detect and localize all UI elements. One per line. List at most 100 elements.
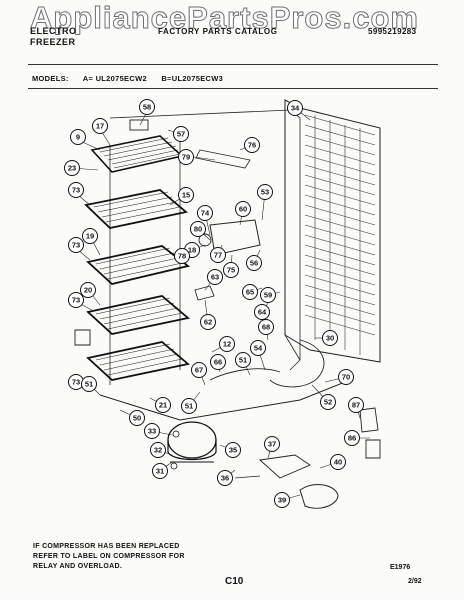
callout-number: 65 [246,288,254,297]
callout-number: 66 [214,358,222,367]
callout-number: 60 [239,205,247,214]
condenser-coil [304,114,376,355]
callout-51: 51 [235,352,251,368]
callout-number: 75 [227,266,235,275]
callout-circle [178,149,194,165]
callout-circle [68,292,84,308]
callout-number: 73 [72,186,80,195]
model-a: A= UL2075ECW2 [82,74,147,83]
callout-circle [200,314,216,330]
callout-53: 53 [257,184,273,200]
bracket-62 [194,285,215,301]
callout-number: 73 [72,378,80,387]
callout-circle [219,336,235,352]
shelf-5 [86,341,190,381]
callout-circle [68,237,84,253]
callout-circle [64,160,80,176]
callout-number: 86 [348,434,356,443]
callout-67: 67 [191,362,207,378]
callout-58: 58 [139,99,155,115]
callout-number: 53 [261,188,269,197]
callout-circle [207,269,223,285]
callout-circle [223,262,239,278]
callout-number: 76 [248,141,256,150]
callout-circle [82,228,98,244]
callout-circle [174,248,190,264]
note-line: REFER TO LABEL ON COMPRESSOR FOR [33,553,185,560]
callout-number: 34 [291,104,300,113]
callout-circle [181,398,197,414]
callout-circle [287,100,303,116]
callout-number: 70 [342,373,350,382]
callout-73: 73 [68,237,84,253]
callout-number: 64 [258,308,267,317]
drain-parts [234,454,339,509]
callout-circle [242,284,258,300]
callout-17: 17 [92,118,108,134]
models-line: MODELS: A= UL2075ECW2 B=UL2075ECW3 [32,74,235,83]
catalog-date: 2/92 [408,578,422,585]
callout-circle [210,354,226,370]
callout-73: 73 [68,292,84,308]
header-brand: ELECTRO FREEZER [30,26,77,48]
callout-34: 34 [287,100,303,116]
callout-19: 19 [82,228,98,244]
catalog-title: FACTORY PARTS CATALOG [158,27,278,36]
callout-circle [70,129,86,145]
callout-51: 51 [181,398,197,414]
drawing-code: E1976 [390,564,411,571]
callout-number: 73 [72,296,80,305]
callout-circle [68,182,84,198]
callout-12: 12 [219,336,235,352]
callout-number: 39 [278,496,286,505]
air-grille [195,149,251,169]
top-rule [28,64,438,65]
callout-circle [244,137,260,153]
callout-68: 68 [258,319,274,335]
callout-number: 57 [177,130,185,139]
part-86 [365,439,381,459]
callout-number: 32 [154,446,162,455]
callout-circle [155,397,171,413]
callout-circle [178,187,194,203]
callout-number: 63 [211,273,219,282]
callout-circle [139,99,155,115]
filter-87 [359,407,379,433]
callout-circle [81,376,97,392]
callout-circle [250,340,266,356]
callout-number: 50 [133,414,141,423]
shelf-3 [86,245,191,285]
callout-number: 20 [84,286,92,295]
callout-number: 12 [223,340,231,349]
callout-number: 78 [178,252,186,261]
callout-number: 52 [324,398,332,407]
callout-number: 30 [326,334,334,343]
callout-79: 79 [178,149,194,165]
callout-circle [246,255,262,271]
callout-86: 86 [344,430,360,446]
callout-number: 59 [264,291,272,300]
callout-52: 52 [320,394,336,410]
callout-31: 31 [152,463,168,479]
callout-number: 87 [352,401,360,410]
callout-63: 63 [207,269,223,285]
shelf-4 [86,295,190,335]
callout-20: 20 [80,282,96,298]
callout-62: 62 [200,314,216,330]
callout-number: 36 [221,474,229,483]
callout-circle [257,184,273,200]
callout-70: 70 [338,369,354,385]
doc-number: 5995219283 [368,27,417,36]
note-line: RELAY AND OVERLOAD. [33,563,123,570]
callout-15: 15 [178,187,194,203]
callout-circle [254,304,270,320]
callout-number: 77 [214,251,222,260]
callout-number: 67 [195,366,203,375]
page-code: C10 [225,576,244,587]
callout-39: 39 [274,492,290,508]
callout-65: 65 [242,284,258,300]
models-rule [28,88,438,89]
callout-number: 40 [334,458,342,467]
shelf-2 [84,189,188,229]
